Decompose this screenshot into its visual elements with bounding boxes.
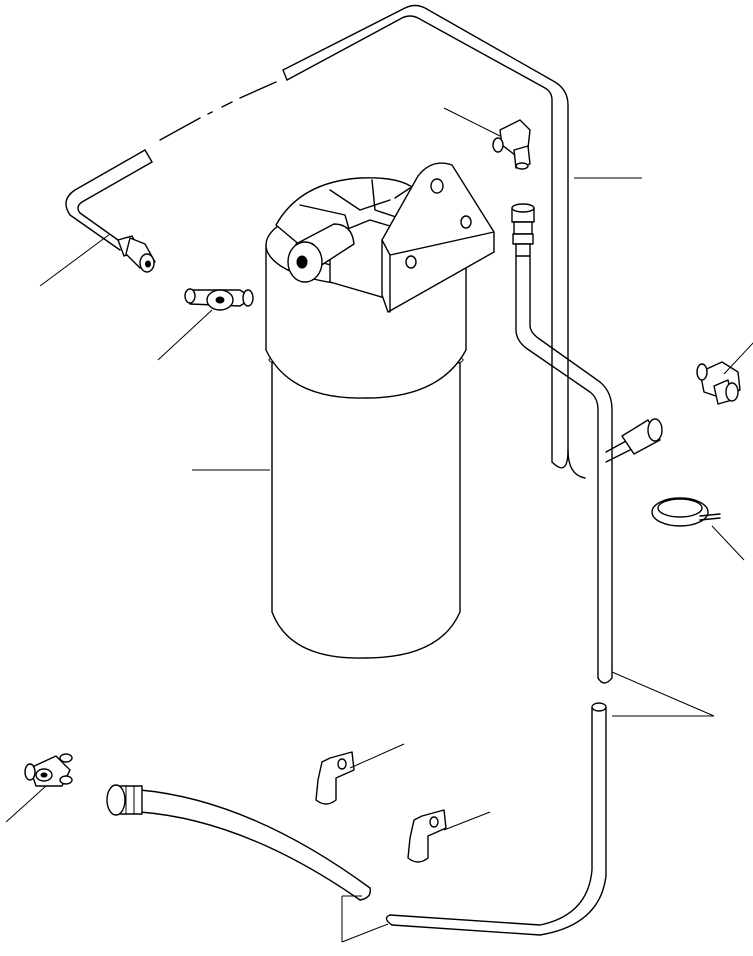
banjo-fitting	[184, 288, 254, 311]
hose-clamp	[651, 497, 721, 527]
elbow-fitting-right	[696, 361, 741, 405]
flexible-hose	[106, 784, 371, 901]
elbow-fitting-upper	[492, 119, 531, 170]
filter-head-bracket	[275, 162, 495, 313]
leader-tube-upper-end	[611, 671, 715, 717]
upper-line-nut	[117, 235, 156, 273]
leader-banjo	[157, 309, 213, 361]
lower-tube	[385, 702, 607, 936]
p-clip-lower	[407, 809, 447, 863]
leader-lines	[5, 107, 753, 943]
leader-lower-tube-end	[341, 923, 389, 943]
tee-fitting	[24, 753, 73, 787]
leader-tee	[5, 785, 47, 823]
leader-clip-lower	[443, 811, 491, 831]
leader-clamp	[711, 525, 745, 561]
leader-upper-line	[39, 233, 111, 287]
leader-elbow-right	[723, 342, 753, 375]
upper-return-line	[65, 4, 586, 479]
p-clip-upper	[315, 751, 355, 805]
leader-elbow-upper	[443, 107, 501, 137]
leader-clip-upper	[349, 743, 405, 769]
vertical-supply-tube	[511, 203, 663, 684]
